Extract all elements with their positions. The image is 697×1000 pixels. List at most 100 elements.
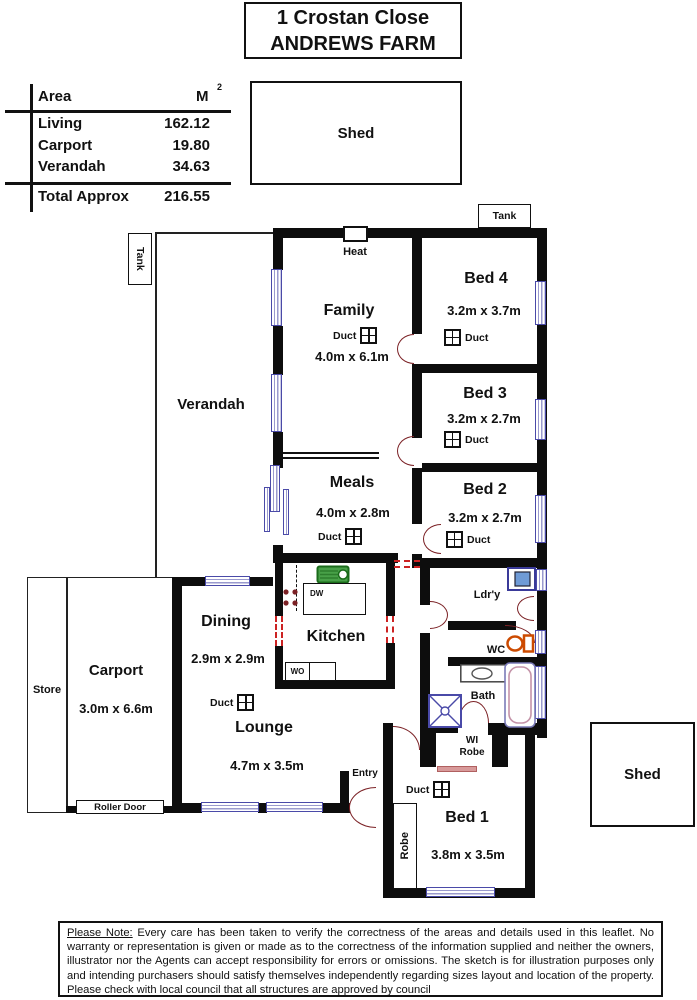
bench-divider <box>283 452 379 459</box>
room-label-bath: Bath <box>470 690 496 702</box>
wall <box>275 646 283 688</box>
vanity-icon <box>460 664 507 683</box>
duct-icon <box>345 528 363 545</box>
duct-icon <box>237 694 255 711</box>
toilet-icon <box>506 634 535 653</box>
kitchen-bench <box>303 583 366 615</box>
window <box>536 569 547 591</box>
duct-label: Duct <box>210 696 234 709</box>
wi-robe-line1: WI <box>465 735 479 746</box>
verandah-outline-top <box>155 232 275 234</box>
dims-family: 4.0m x 6.1m <box>315 349 389 364</box>
wall <box>448 657 537 666</box>
sink-icon <box>316 565 350 584</box>
robe-rail <box>437 766 477 772</box>
dims-meals: 4.0m x 2.8m <box>316 505 390 520</box>
wall <box>273 545 283 555</box>
room-label-dining: Dining <box>201 613 251 630</box>
wall <box>386 563 395 616</box>
duct-bed3: Duct <box>444 431 488 448</box>
dims-bed3: 3.2m x 2.7m <box>447 411 521 426</box>
window <box>205 576 250 586</box>
wall-oven-box: WO <box>285 662 310 681</box>
wall <box>258 803 267 813</box>
dishwasher-label: DW <box>310 589 324 598</box>
duct-lounge: Duct <box>210 694 255 711</box>
room-label-lounge: Lounge <box>235 719 293 736</box>
room-label-carport: Carport <box>88 662 144 679</box>
room-label-verandah: Verandah <box>177 396 245 413</box>
room-label-bed3: Bed 3 <box>463 385 507 402</box>
wall <box>273 553 398 563</box>
room-label-wi-robe: WI Robe <box>442 735 502 759</box>
window <box>271 269 282 326</box>
wall <box>412 232 422 334</box>
wall <box>412 468 422 524</box>
dims-lounge: 4.7m x 3.5m <box>230 758 304 773</box>
title-line2: ANDREWS FARM <box>270 32 436 55</box>
wall <box>422 364 537 373</box>
shed-top-label: Shed <box>337 124 375 142</box>
area-table-header-unit-sup: 2 <box>217 82 223 92</box>
shower-icon <box>428 694 462 728</box>
room-label-bed2: Bed 2 <box>463 481 507 498</box>
room-label-bed4: Bed 4 <box>464 270 508 287</box>
shed-bottom: Shed <box>590 722 695 827</box>
area-table-left-rule <box>30 84 33 212</box>
dims-bed1: 3.8m x 3.5m <box>431 847 505 862</box>
wall-oven-label: WO <box>290 667 305 676</box>
disclaimer-heading: Please Note: <box>67 927 133 939</box>
dims-bed2: 3.2m x 2.7m <box>448 510 522 525</box>
roller-door: Roller Door <box>76 800 164 814</box>
area-table-rule <box>5 110 231 113</box>
disclaimer-body: Every care has been taken to verify the … <box>67 927 654 996</box>
wi-robe-line2: Robe <box>459 747 485 758</box>
duct-icon <box>360 327 378 344</box>
area-row-value: 34.63 <box>172 158 210 175</box>
dims-carport: 3.0m x 6.6m <box>79 701 153 716</box>
kitchen-cabinet-box <box>309 662 336 681</box>
duct-icon <box>446 531 463 548</box>
duct-bed1: Duct <box>406 781 451 798</box>
door-entry <box>349 787 376 828</box>
door-bath <box>458 701 489 723</box>
wall <box>322 803 350 813</box>
wall <box>273 326 283 375</box>
wall <box>492 733 508 767</box>
wall <box>448 621 516 630</box>
wall <box>172 577 206 586</box>
door-bed1 <box>393 726 420 750</box>
title-box: 1 Crostan Close ANDREWS FARM <box>244 2 462 59</box>
wall <box>422 463 537 472</box>
area-table-header-unit: M <box>196 88 209 105</box>
window <box>426 887 495 897</box>
area-table-header-area: Area <box>38 88 72 105</box>
wall <box>525 730 535 898</box>
window <box>535 630 546 654</box>
wall <box>249 577 273 586</box>
area-table-rule <box>5 182 231 185</box>
wall <box>420 733 436 767</box>
shed-top: Shed <box>250 81 462 185</box>
laundry-trough-icon <box>507 567 536 591</box>
wall <box>273 432 283 468</box>
door-laundry <box>430 601 448 629</box>
room-label-bed1: Bed 1 <box>445 809 489 826</box>
area-row-label: Verandah <box>38 158 106 175</box>
window <box>535 399 546 440</box>
door-bed2 <box>423 524 441 554</box>
dims-dining: 2.9m x 2.9m <box>191 651 265 666</box>
duct-bed4: Duct <box>444 329 488 346</box>
window <box>535 666 546 719</box>
verandah-outline-left <box>155 232 157 578</box>
wall <box>273 228 547 238</box>
opening-dashed <box>275 616 283 646</box>
wall <box>383 723 393 898</box>
room-label-wc: WC <box>486 644 506 656</box>
cooktop-icon <box>283 589 298 606</box>
opening-dashed <box>386 616 394 643</box>
title-line1: 1 Crostan Close <box>276 6 430 29</box>
room-label-entry: Entry <box>352 768 378 779</box>
wall <box>172 577 182 813</box>
wall <box>420 633 430 725</box>
